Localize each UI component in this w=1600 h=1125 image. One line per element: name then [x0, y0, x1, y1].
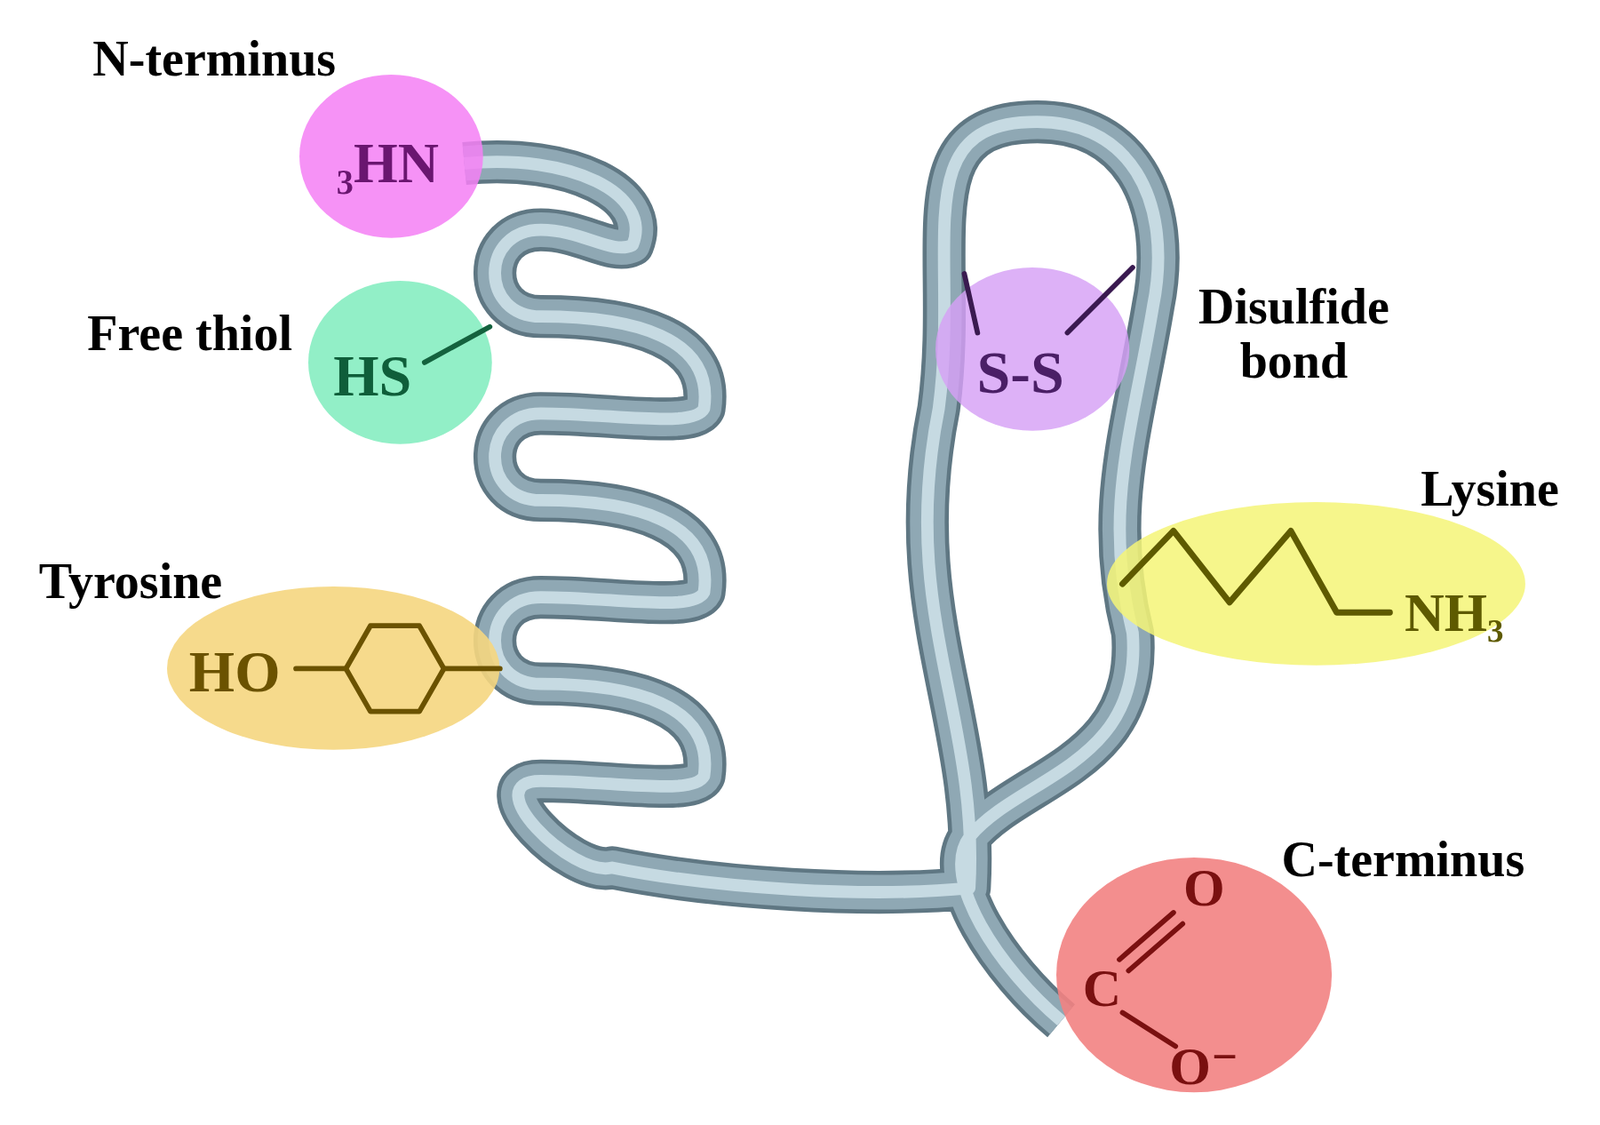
hydroxyl-bond	[295, 666, 346, 672]
tyrosine-ellipse: TyrosineHO	[167, 586, 500, 750]
group-heading: N-terminus	[92, 31, 336, 88]
amine-group: ₃HN	[336, 132, 439, 195]
ribbon-body	[464, 121, 1159, 1021]
ribbon-outline	[464, 121, 1159, 1021]
lysine-ellipse: LysineNH₃	[1106, 501, 1526, 666]
ellipse-fill	[1106, 501, 1526, 666]
ellipse-fill	[308, 280, 493, 445]
ribbon-highlight	[464, 121, 1159, 1021]
ellipse-fill	[935, 267, 1130, 431]
c-terminus-ellipse: C-terminusOCO⁻	[1056, 857, 1332, 1092]
disulfide-group: S-S	[976, 339, 1064, 406]
ring-bond	[444, 666, 501, 672]
thiol-ellipse: Free thiolHS	[308, 280, 493, 445]
carbonyl-bond	[1119, 912, 1174, 960]
ellipse-fill	[167, 586, 500, 750]
group-heading: Disulfide bond	[1186, 279, 1401, 390]
oxygen-atom: O	[1183, 858, 1226, 917]
oxygen-atom: O⁻	[1169, 1036, 1239, 1096]
amine-group: NH₃	[1404, 581, 1505, 643]
disulfide-ellipse: Disulfide bondS-S	[935, 267, 1130, 431]
group-heading: Tyrosine	[39, 554, 223, 610]
sulfur-bond	[1066, 267, 1133, 334]
carbonyl-bond	[1128, 923, 1183, 972]
carbon-atom: C	[1082, 958, 1122, 1018]
hydroxyl-group: HO	[189, 638, 281, 704]
group-heading: C-terminus	[1281, 832, 1525, 888]
group-heading: Lysine	[1420, 462, 1560, 518]
sulfur-bond	[963, 273, 978, 334]
lysine-chain	[1122, 530, 1390, 613]
thiol-group: HS	[333, 342, 412, 408]
carboxylate-bond	[1122, 1012, 1176, 1047]
ellipse-fill	[299, 74, 484, 239]
n-terminus-ellipse: N-terminus₃HN	[299, 74, 484, 239]
group-heading: Free thiol	[87, 306, 293, 362]
thiol-bond	[424, 326, 491, 363]
phenyl-ring	[345, 625, 444, 711]
